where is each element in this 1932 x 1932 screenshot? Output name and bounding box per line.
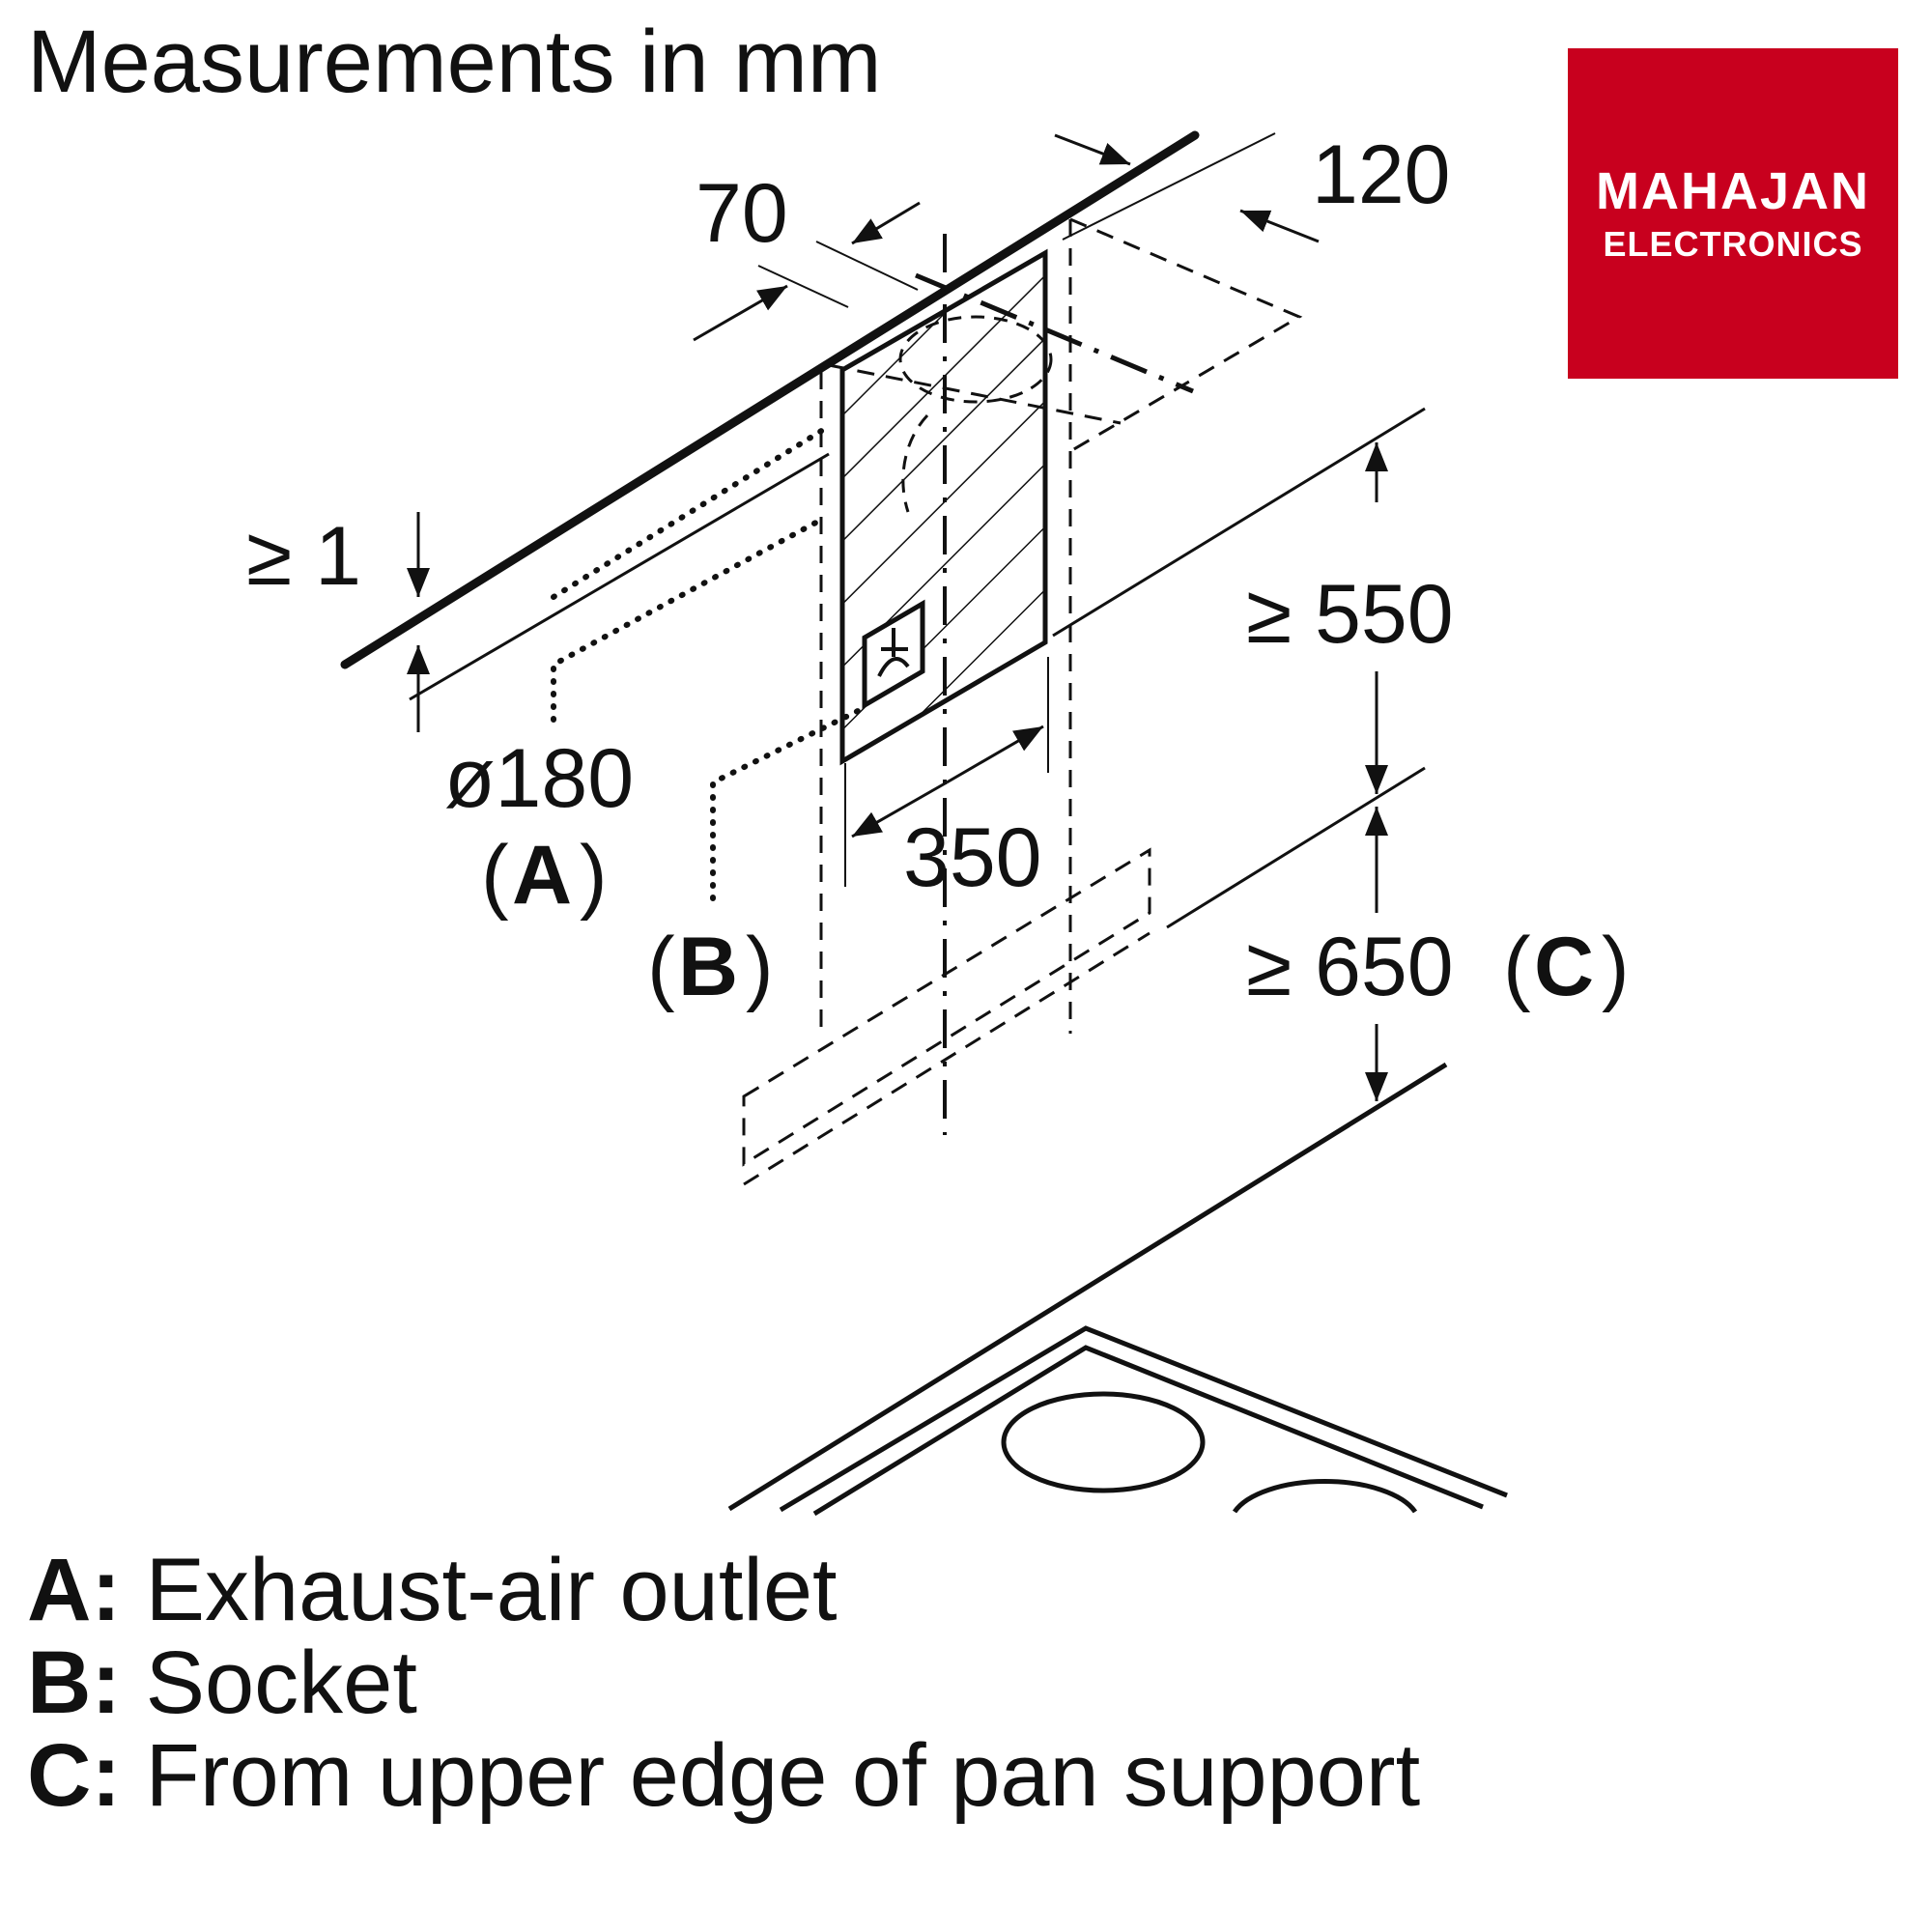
wall-plane-line [1052,407,1426,638]
marker-c-open-paren: ( [1503,921,1531,1013]
dim-70-ext-line [815,241,919,291]
marker-a-close-paren: ) [580,829,608,922]
dim-70-label: 70 [696,167,788,260]
marker-a-letter: A [512,829,572,922]
dim-120-ext-line [1062,132,1276,241]
dim-350-arrow-left [851,781,948,838]
wall-plane-lower-line [1166,766,1426,929]
socket-icon [877,628,910,677]
legend-text-c: From upper edge of pan support [145,1726,1421,1825]
brand-logo: MAHAJAN ELECTRONICS [1568,48,1898,379]
dim-120-arrow-top [1054,133,1131,166]
legend: A: Exhaust-air outlet B: Socket C: From … [27,1544,1420,1822]
leader-a-upper [551,422,834,600]
logo-name: MAHAJAN [1596,162,1870,220]
marker-c-letter: C [1534,921,1594,1013]
center-line-horizontal [915,272,1194,394]
leader-b [710,707,863,901]
dim-120-label: 120 [1312,128,1451,221]
dim-120-arrow-right [1239,209,1320,243]
hob-burner-right [1232,1479,1418,1514]
marker-a-open-paren: ( [481,829,509,922]
legend-key-b: B: [27,1634,122,1732]
dim-70-ext-line-2 [757,265,849,308]
ceiling-edge-thin-line [409,452,830,701]
worktop-back-edge [727,1062,1448,1512]
hob-outline [779,1325,1508,1513]
legend-row-b: B: Socket [27,1636,1420,1729]
dim-550-label: ≥ 550 [1246,568,1454,661]
exhaust-outlet-arc [901,413,929,513]
legend-text-b: Socket [145,1634,417,1732]
dim-70-arrow-top [851,201,921,245]
marker-c-close-paren: ) [1602,921,1630,1013]
hood-top-dashed-line [828,363,1122,425]
dim-180-label: ø180 [444,732,634,825]
dim-1-label: ≥ 1 [246,510,361,603]
logo-subtitle: ELECTRONICS [1603,224,1863,264]
page-title: Measurements in mm [27,13,882,111]
legend-row-c: C: From upper edge of pan support [27,1729,1420,1822]
dim-70-arrow-bottom [693,284,788,342]
legend-text-a: Exhaust-air outlet [145,1541,838,1639]
hob-burner-left [1001,1391,1206,1493]
marker-b-close-paren: ) [746,921,774,1013]
exhaust-outlet-circle [898,315,1053,404]
legend-row-a: A: Exhaust-air outlet [27,1544,1420,1636]
marker-b-open-paren: ( [647,921,675,1013]
legend-key-a: A: [27,1541,122,1639]
legend-key-c: C: [27,1726,122,1825]
dim-650-label: ≥ 650 [1246,921,1454,1013]
ceiling-edge-line [340,130,1200,669]
dim-350-arrow-right [946,724,1044,784]
hood-bottom-dashed-box [742,847,1151,1167]
hob-outline-inner [812,1345,1484,1517]
hood-top-dashed-outline [1069,217,1303,452]
dim-350-label: 350 [903,811,1042,904]
marker-b-letter: B [678,921,738,1013]
leader-a [551,517,824,723]
hood-bottom-dashed-inner-line [743,931,1151,1186]
